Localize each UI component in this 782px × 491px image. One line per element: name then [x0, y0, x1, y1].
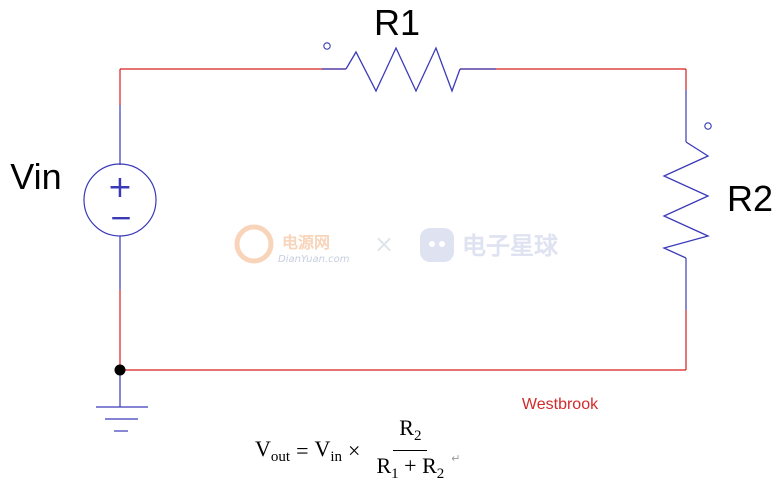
watermark-left-cn: 电源网 [282, 233, 330, 252]
watermark-left-en: DianYuan.com [278, 254, 350, 265]
voltage-source [83, 163, 157, 237]
red-wires [119, 68, 687, 371]
dianyuan-logo-icon [234, 224, 274, 264]
source-minus-sign: − [109, 201, 132, 234]
robot-logo-icon [420, 228, 454, 262]
watermark-times: × [374, 230, 394, 258]
paragraph-return-mark: ↵ [451, 452, 461, 465]
source-plus-sign: + [107, 170, 132, 205]
eq-fraction: R2 R1 + R2 [370, 415, 450, 487]
r1-label: R1 [374, 2, 420, 43]
blue-wires [119, 68, 687, 407]
r1-resistor [345, 46, 461, 93]
ground-junction-dot [114, 364, 126, 376]
r1-pin1-marker [323, 42, 331, 50]
eq-numerator: R2 [393, 415, 428, 451]
eq-denominator: R1 + R2 [376, 452, 445, 482]
r2-label: R2 [727, 178, 773, 219]
eq-times: × [348, 438, 361, 463]
watermark: 电源网 DianYuan.com × 电子星球 [234, 224, 559, 265]
eq-vout: Vout [255, 436, 291, 465]
r2-pin1-marker [704, 122, 712, 130]
author-signature: Westbrook [522, 396, 599, 413]
eq-vin: Vin [314, 436, 343, 465]
watermark-right-cn: 电子星球 [462, 232, 559, 260]
ground-icon [96, 406, 148, 432]
eq-equals: = [296, 438, 309, 463]
r2-resistor [662, 141, 710, 259]
voltage-divider-equation: Vout = Vin × R2 R1 + R2 ↵ [255, 415, 461, 487]
vin-label: Vin [10, 156, 61, 197]
